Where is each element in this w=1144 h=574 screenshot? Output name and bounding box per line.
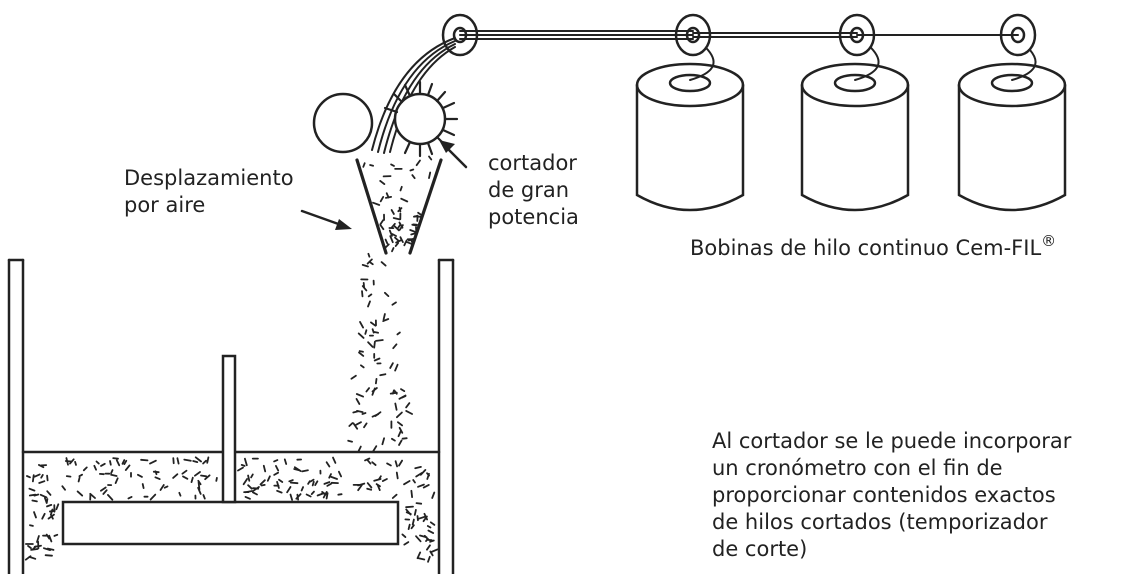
label-note: Al cortador se le puede incorporar un cr…	[712, 429, 1072, 561]
mixer-shaft	[221, 354, 237, 504]
arrow-cutter	[439, 140, 468, 169]
bobbin-1	[635, 62, 745, 212]
bobbin-2	[800, 62, 910, 212]
label-bobbins: Bobinas de hilo continuo Cem-FIL®	[690, 232, 1057, 261]
label-high-power-cutter: cortador de gran potencia	[488, 151, 579, 229]
strands	[459, 30, 1019, 40]
arrow-air	[300, 209, 352, 230]
label-air-displacement: Desplazamiento por aire	[124, 166, 294, 217]
chopped-fibres	[24, 155, 439, 563]
strand-bundle	[371, 37, 456, 154]
tank	[7, 258, 455, 574]
bobbin-3	[957, 62, 1067, 212]
pinch-roller	[312, 92, 374, 154]
cutter-roller	[383, 80, 459, 158]
mixer-paddle	[61, 500, 400, 546]
funnel	[355, 158, 443, 255]
